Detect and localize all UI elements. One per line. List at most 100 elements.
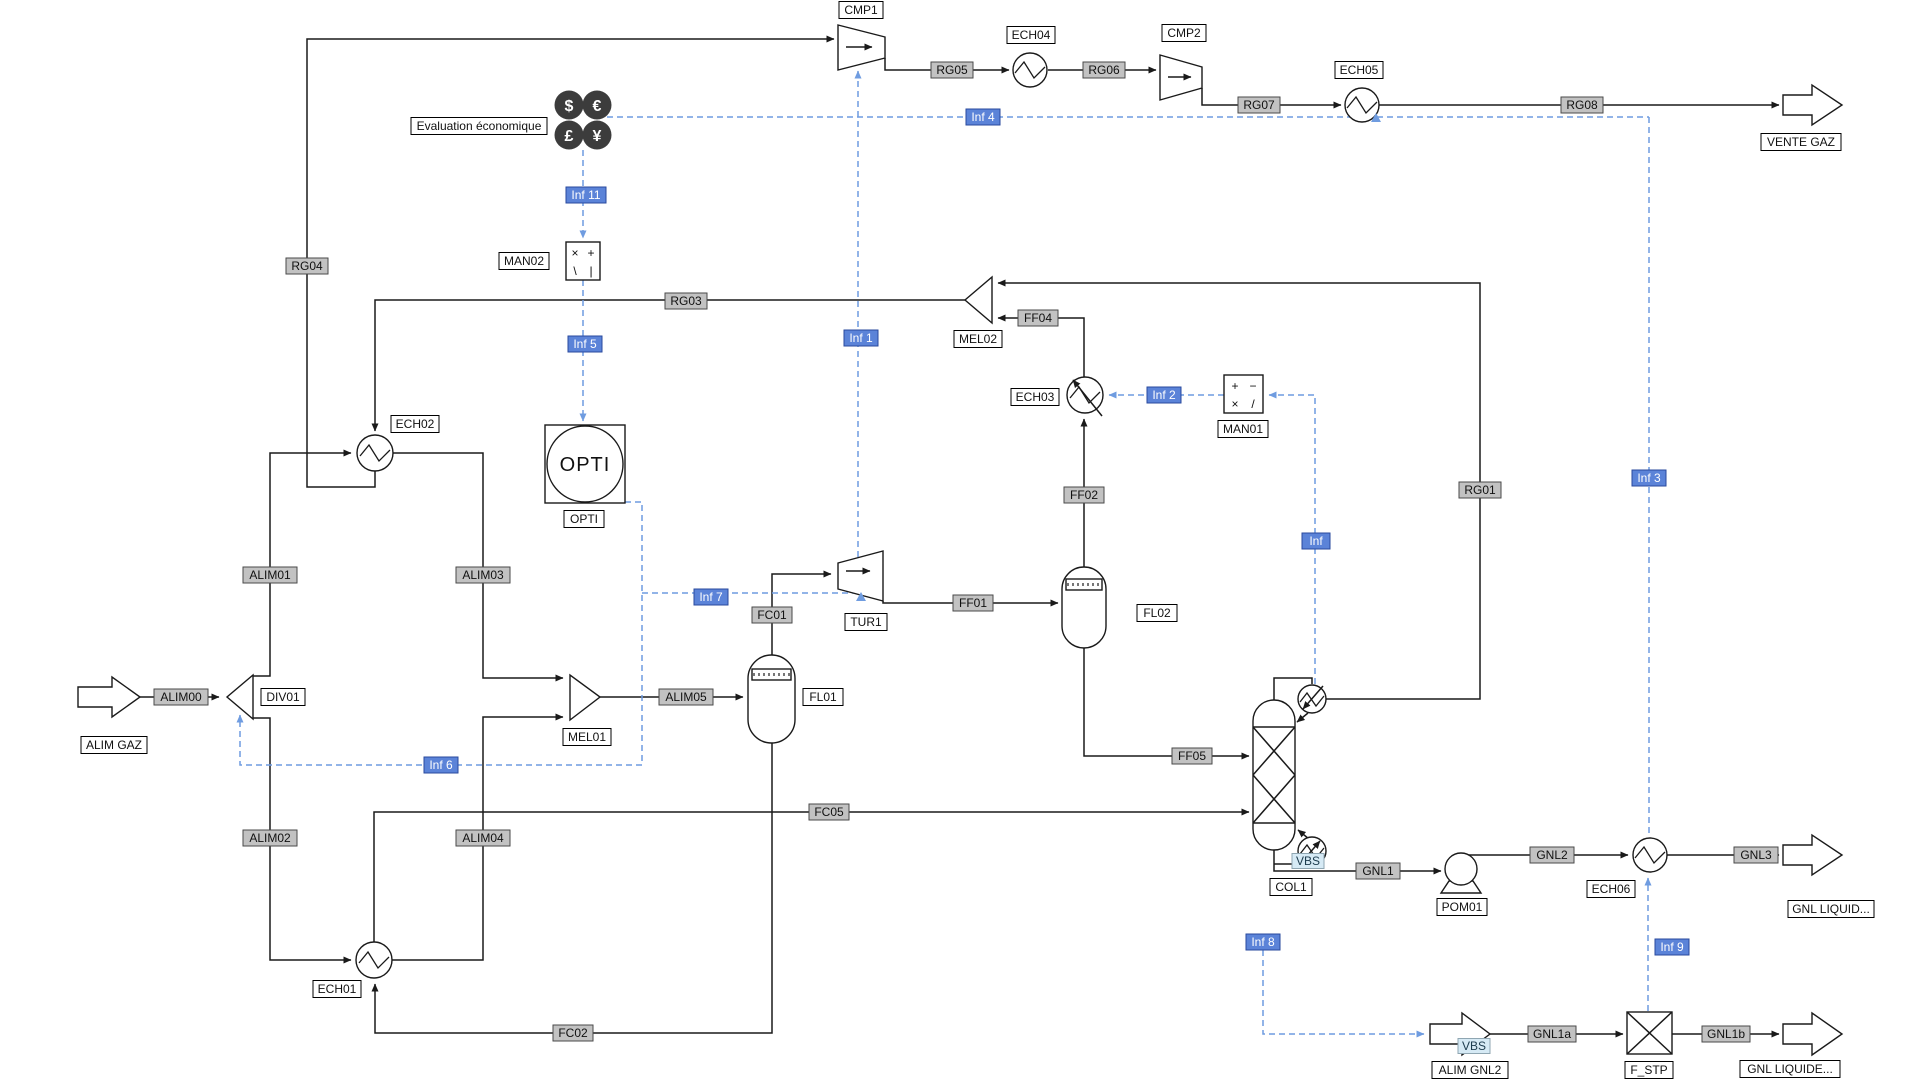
label-cmp2[interactable]: CMP2: [1161, 24, 1207, 42]
ech02-exchanger[interactable]: [356, 434, 394, 472]
fl01-flash-drum[interactable]: [747, 654, 796, 744]
opti-optimizer[interactable]: OPTI: [544, 424, 626, 504]
label-mel01[interactable]: MEL01: [562, 728, 612, 746]
stream-label-gnl1b[interactable]: GNL1b: [1701, 1025, 1751, 1043]
product-arrow-vente-gaz[interactable]: [1782, 83, 1844, 127]
label-fl01[interactable]: FL01: [802, 688, 844, 706]
label-ech06[interactable]: ECH06: [1586, 880, 1636, 898]
stream-label-ff04[interactable]: FF04: [1017, 309, 1059, 327]
label-vbs2[interactable]: VBS: [1457, 1038, 1491, 1054]
man01-calculator[interactable]: + − × /: [1223, 374, 1264, 414]
mel01-mixer[interactable]: [569, 673, 602, 722]
label-ech02[interactable]: ECH02: [390, 415, 440, 433]
label-evaluation[interactable]: Evaluation économique: [410, 117, 548, 135]
stream-label-ff05[interactable]: FF05: [1171, 747, 1213, 765]
cmp1-compressor[interactable]: [837, 24, 886, 71]
info-label-inf3[interactable]: Inf 3: [1631, 469, 1667, 487]
tur1-turbine[interactable]: [837, 550, 884, 602]
feed-arrow-alim-gaz[interactable]: [77, 675, 142, 719]
cmp2-compressor[interactable]: [1159, 54, 1203, 101]
stream-label-fc02[interactable]: FC02: [552, 1024, 594, 1042]
stream-rg03-line[interactable]: [371, 299, 965, 432]
product-arrow-gnl-liquide[interactable]: [1782, 1011, 1844, 1057]
info-inf6-line[interactable]: [236, 501, 643, 766]
stream-label-fc01[interactable]: FC01: [751, 606, 793, 624]
label-col1[interactable]: COL1: [1269, 878, 1313, 896]
label-ech01[interactable]: ECH01: [312, 980, 362, 998]
stream-rg04-line[interactable]: [306, 35, 835, 488]
product-arrow-gnl-liquid[interactable]: [1782, 833, 1844, 877]
ech05-exchanger[interactable]: [1344, 87, 1380, 123]
stream-rg07-line[interactable]: [1201, 88, 1342, 109]
ech04-exchanger[interactable]: [1012, 52, 1048, 88]
info-label-inf9[interactable]: Inf 9: [1654, 938, 1690, 956]
stream-label-rg07[interactable]: RG07: [1237, 96, 1281, 114]
stream-alim03-line[interactable]: [393, 452, 564, 682]
label-alim_gnl2[interactable]: ALIM GNL2: [1431, 1061, 1509, 1079]
label-cmp1[interactable]: CMP1: [838, 1, 884, 19]
stream-label-ff02[interactable]: FF02: [1063, 486, 1105, 504]
label-man02[interactable]: MAN02: [498, 252, 550, 270]
stream-label-alim02[interactable]: ALIM02: [242, 829, 298, 847]
stream-label-rg05[interactable]: RG05: [930, 61, 974, 79]
col1-column[interactable]: [1252, 699, 1296, 851]
label-ech05[interactable]: ECH05: [1334, 61, 1384, 79]
stream-fc02-line[interactable]: [371, 743, 773, 1034]
stream-label-gnl3[interactable]: GNL3: [1733, 846, 1779, 864]
info-label-inf2[interactable]: Inf 2: [1146, 386, 1182, 404]
stream-label-rg03[interactable]: RG03: [664, 292, 708, 310]
economic-evaluation-block[interactable]: $ € £ ¥: [554, 90, 612, 150]
stream-label-ff01[interactable]: FF01: [952, 594, 994, 612]
label-f_stp[interactable]: F_STP: [1624, 1061, 1674, 1079]
label-vente_gaz[interactable]: VENTE GAZ: [1760, 133, 1842, 151]
stream-label-gnl2[interactable]: GNL2: [1529, 846, 1575, 864]
col1-condenser[interactable]: [1297, 684, 1327, 714]
label-ech03[interactable]: ECH03: [1010, 388, 1060, 406]
info-label-inf7[interactable]: Inf 7: [693, 588, 729, 606]
label-gnl_liquide[interactable]: GNL LIQUIDE...: [1739, 1060, 1841, 1078]
stream-label-alim03[interactable]: ALIM03: [455, 566, 511, 584]
label-alim_gaz[interactable]: ALIM GAZ: [80, 736, 148, 754]
stream-label-rg04[interactable]: RG04: [285, 257, 329, 275]
div01-splitter[interactable]: [225, 673, 254, 721]
man02-calculator[interactable]: × + \ |: [565, 241, 601, 281]
stream-label-alim05[interactable]: ALIM05: [658, 688, 714, 706]
label-mel02[interactable]: MEL02: [953, 330, 1003, 348]
info-label-inf[interactable]: Inf: [1301, 532, 1331, 550]
label-opti[interactable]: OPTI: [563, 510, 605, 528]
stream-fc01-line[interactable]: [771, 570, 832, 655]
info-label-inf8[interactable]: Inf 8: [1245, 933, 1281, 951]
stream-label-alim04[interactable]: ALIM04: [455, 829, 511, 847]
info-label-inf6[interactable]: Inf 6: [423, 756, 459, 774]
stream-fc05-line[interactable]: [373, 808, 1250, 942]
label-vbs1[interactable]: VBS: [1291, 853, 1325, 869]
label-tur1[interactable]: TUR1: [844, 613, 888, 631]
info-inf8-line[interactable]: [1262, 950, 1425, 1038]
ech03-aircooler[interactable]: [1066, 376, 1104, 417]
stream-label-fc05[interactable]: FC05: [808, 803, 850, 821]
stream-ff05-line[interactable]: [1083, 648, 1250, 760]
stream-label-rg08[interactable]: RG08: [1560, 96, 1604, 114]
stream-label-rg01[interactable]: RG01: [1458, 481, 1502, 499]
ech06-exchanger[interactable]: [1632, 837, 1668, 873]
label-ech04[interactable]: ECH04: [1006, 26, 1056, 44]
stream-label-gnl1[interactable]: GNL1: [1355, 862, 1401, 880]
stream-label-rg06[interactable]: RG06: [1082, 61, 1126, 79]
f-stp-block[interactable]: [1626, 1011, 1673, 1055]
stream-label-alim00[interactable]: ALIM00: [153, 688, 209, 706]
stream-label-alim01[interactable]: ALIM01: [242, 566, 298, 584]
pom01-pump[interactable]: [1439, 852, 1483, 894]
info-label-inf1[interactable]: Inf 1: [843, 329, 879, 347]
info-label-inf4[interactable]: Inf 4: [965, 108, 1001, 126]
label-pom01[interactable]: POM01: [1436, 898, 1488, 916]
label-gnl_liquid[interactable]: GNL LIQUID...: [1787, 900, 1875, 918]
label-fl02[interactable]: FL02: [1136, 604, 1178, 622]
stream-ff04-line[interactable]: [997, 314, 1085, 377]
stream-alim01-line[interactable]: [253, 449, 352, 677]
fl02-flash-drum[interactable]: [1061, 566, 1107, 649]
ech01-exchanger[interactable]: [355, 941, 393, 979]
mel02-mixer[interactable]: [963, 275, 993, 325]
label-man01[interactable]: MAN01: [1217, 420, 1269, 438]
info-label-inf11[interactable]: Inf 11: [565, 186, 607, 204]
stream-label-gnl1a[interactable]: GNL1a: [1527, 1025, 1577, 1043]
